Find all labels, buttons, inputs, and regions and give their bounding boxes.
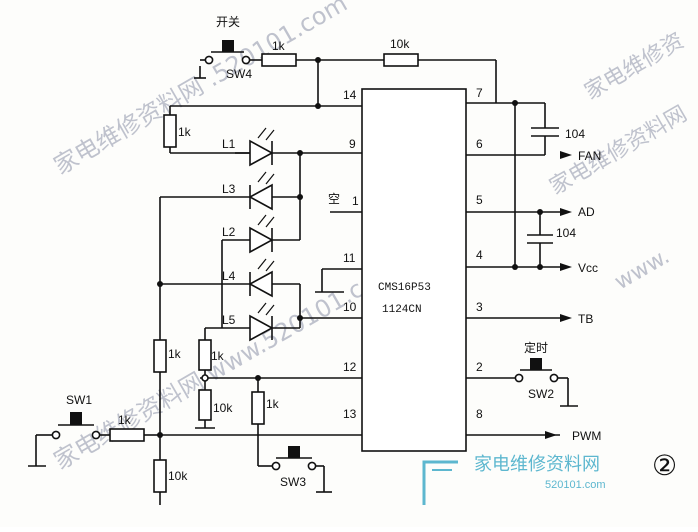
watermark-text-5: 家电维修资 — [581, 29, 689, 106]
sw3-switch: SW3 — [258, 446, 332, 493]
nc-label: 空 — [328, 192, 340, 206]
signal-pwm: PWM — [572, 429, 601, 443]
sw4-label: SW4 — [226, 67, 252, 81]
capacitor-1-value: 104 — [565, 127, 585, 141]
signal-vcc: Vcc — [578, 261, 598, 275]
pin-9: 9 — [349, 137, 356, 151]
pin-3: 3 — [476, 300, 483, 314]
ground-symbol-pin11 — [315, 269, 344, 293]
sw4-function-label: 开关 — [216, 15, 240, 29]
resistor-sw4 — [261, 53, 297, 67]
resistor-sw4-value: 1k — [272, 39, 286, 53]
resistor-led-supply-value: 1k — [178, 125, 192, 139]
site-logo: 家电维修资料网 520101.com — [422, 454, 606, 505]
resistor-bottom-value: 10k — [168, 469, 188, 483]
pin-5: 5 — [476, 193, 483, 207]
pin-8: 8 — [476, 407, 483, 421]
pin-2: 2 — [476, 360, 483, 374]
figure-number: ② — [652, 450, 677, 481]
sw2-label: SW2 — [528, 387, 554, 401]
led-l2: L2 — [222, 214, 300, 254]
pin-14: 14 — [343, 88, 357, 102]
signal-tb: TB — [578, 312, 593, 326]
pin-10: 10 — [343, 300, 357, 314]
led-l3-label: L3 — [222, 182, 236, 196]
led-l5-label: L5 — [222, 313, 236, 327]
led-l2-label: L2 — [222, 225, 236, 239]
ic-code: 1124CN — [382, 304, 422, 316]
resistor-sw3-value: 1k — [266, 397, 280, 411]
sw2-function-label: 定时 — [524, 340, 548, 355]
signal-fan: FAN — [578, 149, 601, 163]
pin-12: 12 — [343, 360, 357, 374]
resistor-pin12-upper-value: 1k — [211, 349, 225, 363]
resistor-sw1 — [109, 428, 145, 442]
led-l1: L1 — [222, 127, 275, 167]
led-l3: L3 — [160, 171, 300, 211]
resistor-pin12-upper — [198, 339, 212, 371]
ic-body — [361, 88, 467, 452]
resistor-sw3 — [251, 391, 265, 425]
pin-4: 4 — [476, 248, 483, 262]
resistor-bottom — [153, 459, 167, 493]
led-l4-label: L4 — [222, 269, 236, 283]
sw4-switch: 开关 SW4 — [194, 15, 252, 81]
resistor-top-value: 10k — [390, 37, 410, 51]
watermark-text-4: www. — [611, 244, 675, 295]
resistor-sw1-value: 1k — [118, 413, 132, 427]
site-logo-domain: 520101.com — [545, 479, 606, 491]
sw2-switch: 定时 SW2 — [514, 340, 578, 407]
pin-7: 7 — [476, 86, 483, 100]
pin-1: 1 — [352, 194, 359, 208]
pin-6: 6 — [476, 137, 483, 151]
resistor-pin12-lower — [198, 389, 212, 421]
signal-ad: AD — [578, 205, 595, 219]
sw3-label: SW3 — [280, 475, 306, 489]
site-logo-name: 家电维修资料网 — [474, 454, 600, 474]
capacitor-2-value: 104 — [556, 226, 576, 240]
sw1-switch: SW1 — [28, 393, 101, 467]
sw1-label: SW1 — [66, 393, 92, 407]
resistor-mid — [153, 339, 167, 373]
pin-13: 13 — [343, 407, 357, 421]
ic-part-number: CMS16P53 — [378, 282, 431, 294]
pin-11: 11 — [343, 251, 356, 265]
led-l5: L5 — [222, 302, 300, 342]
resistor-led-supply — [163, 114, 177, 148]
resistor-mid-value: 1k — [168, 347, 182, 361]
resistor-top — [383, 53, 419, 67]
resistor-pin12-lower-value: 10k — [213, 401, 233, 415]
watermark-text-3: 家电维修资料网 — [546, 102, 692, 201]
led-l1-label: L1 — [222, 137, 236, 151]
led-l4: L4 — [160, 258, 301, 328]
